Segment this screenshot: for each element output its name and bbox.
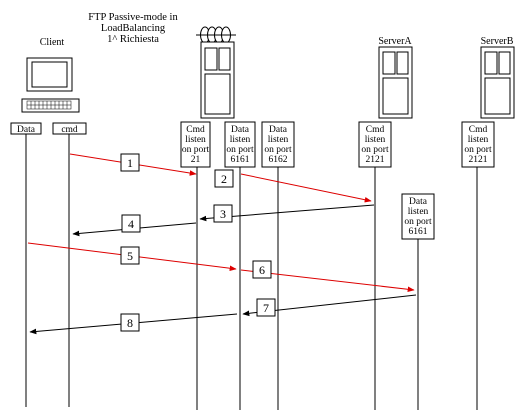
- port-box-text: on port: [264, 145, 292, 155]
- port-box-text: 6162: [269, 155, 288, 165]
- server-b-label: ServerB: [481, 36, 514, 47]
- step-number: 7: [263, 301, 269, 315]
- port-box-text: 21: [191, 155, 201, 165]
- step-label-3: 3: [213, 204, 233, 223]
- port-box-text: on port: [361, 145, 389, 155]
- step-number: 8: [127, 316, 133, 330]
- load-balancer-server-icon: [196, 26, 236, 119]
- step-label-5: 5: [120, 246, 140, 265]
- port-box-text: listen: [365, 135, 386, 145]
- port-box-text: on port: [182, 145, 210, 155]
- port-box-text: 2121: [469, 155, 488, 165]
- step-number: 5: [127, 249, 133, 263]
- step-label-8: 8: [120, 313, 140, 332]
- port-box-text: on port: [464, 145, 492, 155]
- step-label-1: 1: [120, 153, 140, 172]
- client-label: Client: [40, 37, 65, 48]
- port-box-text: 6161: [409, 227, 428, 237]
- client-cmd-port: cmd: [52, 122, 87, 135]
- port-box-text: Cmd: [186, 125, 205, 135]
- port-box-text: listen: [268, 135, 289, 145]
- port-box-text: on port: [226, 145, 254, 155]
- diagram-title-line2: LoadBalancing: [101, 23, 166, 34]
- port-box-sb-cmd: Cmd listen on port 2121: [461, 121, 495, 168]
- step-label-6: 6: [252, 260, 272, 279]
- step-number: 4: [128, 217, 134, 231]
- port-box-text: 2121: [366, 155, 385, 165]
- port-box-text: Data: [231, 125, 250, 135]
- client-data-label: Data: [17, 125, 36, 135]
- port-box-text: on port: [404, 217, 432, 227]
- step-label-2: 2: [214, 169, 234, 188]
- port-box-text: Data: [409, 197, 428, 207]
- client-cmd-label: cmd: [61, 125, 78, 135]
- port-box-text: listen: [468, 135, 489, 145]
- port-box-text: 6161: [231, 155, 250, 165]
- client-data-port: Data: [10, 122, 42, 135]
- server-tower-icon: [480, 46, 515, 119]
- port-box-text: listen: [230, 135, 251, 145]
- port-box-lb-cmd: Cmd listen on port 21: [180, 121, 211, 168]
- port-box-text: listen: [185, 135, 206, 145]
- port-box-sa-data: Data listen on port 6161: [401, 193, 435, 240]
- computer-icon: [21, 57, 80, 113]
- port-box-lb-data-2: Data listen on port 6162: [261, 121, 295, 168]
- step-number: 2: [221, 172, 227, 186]
- step-number: 1: [127, 156, 133, 170]
- port-box-text: Cmd: [366, 125, 385, 135]
- port-box-text: Cmd: [469, 125, 488, 135]
- server-a-label: ServerA: [378, 36, 412, 47]
- port-box-text: listen: [408, 207, 429, 217]
- step-number: 3: [220, 207, 226, 221]
- arrow-step-2: [240, 173, 372, 203]
- port-box-text: Data: [269, 125, 288, 135]
- step-number: 6: [259, 263, 265, 277]
- port-box-lb-data-1: Data listen on port 6161: [224, 121, 256, 168]
- server-tower-icon: [378, 46, 413, 119]
- step-label-4: 4: [121, 214, 141, 233]
- diagram-title-line3: 1^ Richiesta: [107, 34, 159, 45]
- diagram-title-line1: FTP Passive-mode in: [88, 12, 178, 23]
- port-box-sa-cmd: Cmd listen on port 2121: [358, 121, 392, 168]
- step-label-7: 7: [256, 298, 276, 317]
